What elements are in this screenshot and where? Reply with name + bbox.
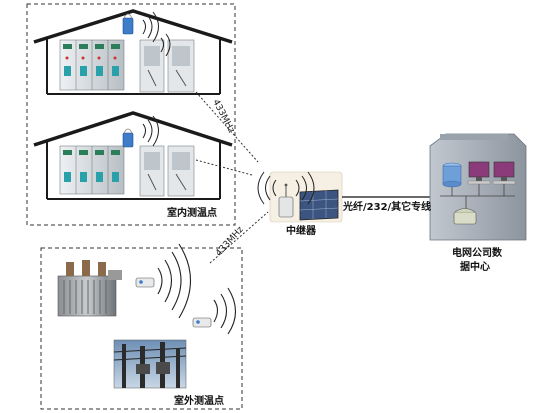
radio-waves [157, 243, 237, 335]
monitor-icon [467, 161, 491, 185]
radio-waves [142, 115, 159, 147]
monitor-icon [492, 161, 516, 185]
indoor-zone-frame [26, 3, 236, 226]
datacenter-building [429, 133, 527, 241]
outdoor-sensor-2 [192, 317, 212, 328]
link-label: 光纤/232/其它专线 [343, 202, 432, 213]
power-transformer [57, 260, 122, 317]
telephone-icon [453, 208, 477, 225]
repeater-unit [278, 183, 294, 218]
temperature-sensor [122, 13, 134, 35]
switchgear-cabinets [59, 39, 195, 93]
wireless-link-middle [195, 159, 253, 176]
datacenter-label-line1: 电网公司数 [452, 248, 502, 259]
outdoor-zone-frame [40, 247, 243, 410]
indoor-house-1 [33, 9, 233, 95]
outdoor-substation-photo [113, 339, 187, 389]
solar-panel [299, 189, 339, 221]
outdoor-zone-label: 室外测温点 [174, 396, 224, 407]
repeater-label: 中继器 [286, 226, 316, 237]
outdoor-sensor-1 [135, 277, 155, 288]
indoor-house-2 [33, 111, 233, 200]
radio-waves [142, 11, 171, 57]
datacenter-label-line2: 据中心 [460, 262, 490, 273]
switchgear-cabinets [59, 145, 195, 197]
repeater-device [257, 171, 343, 223]
wireless-link-upper [195, 91, 259, 163]
temperature-sensor [122, 128, 134, 148]
wireless-link-lower [209, 211, 269, 264]
roof [33, 9, 233, 44]
indoor-zone-label: 室内测温点 [167, 208, 217, 219]
server-rack-icon [442, 162, 462, 188]
roof [33, 111, 233, 147]
radio-waves [257, 171, 315, 205]
